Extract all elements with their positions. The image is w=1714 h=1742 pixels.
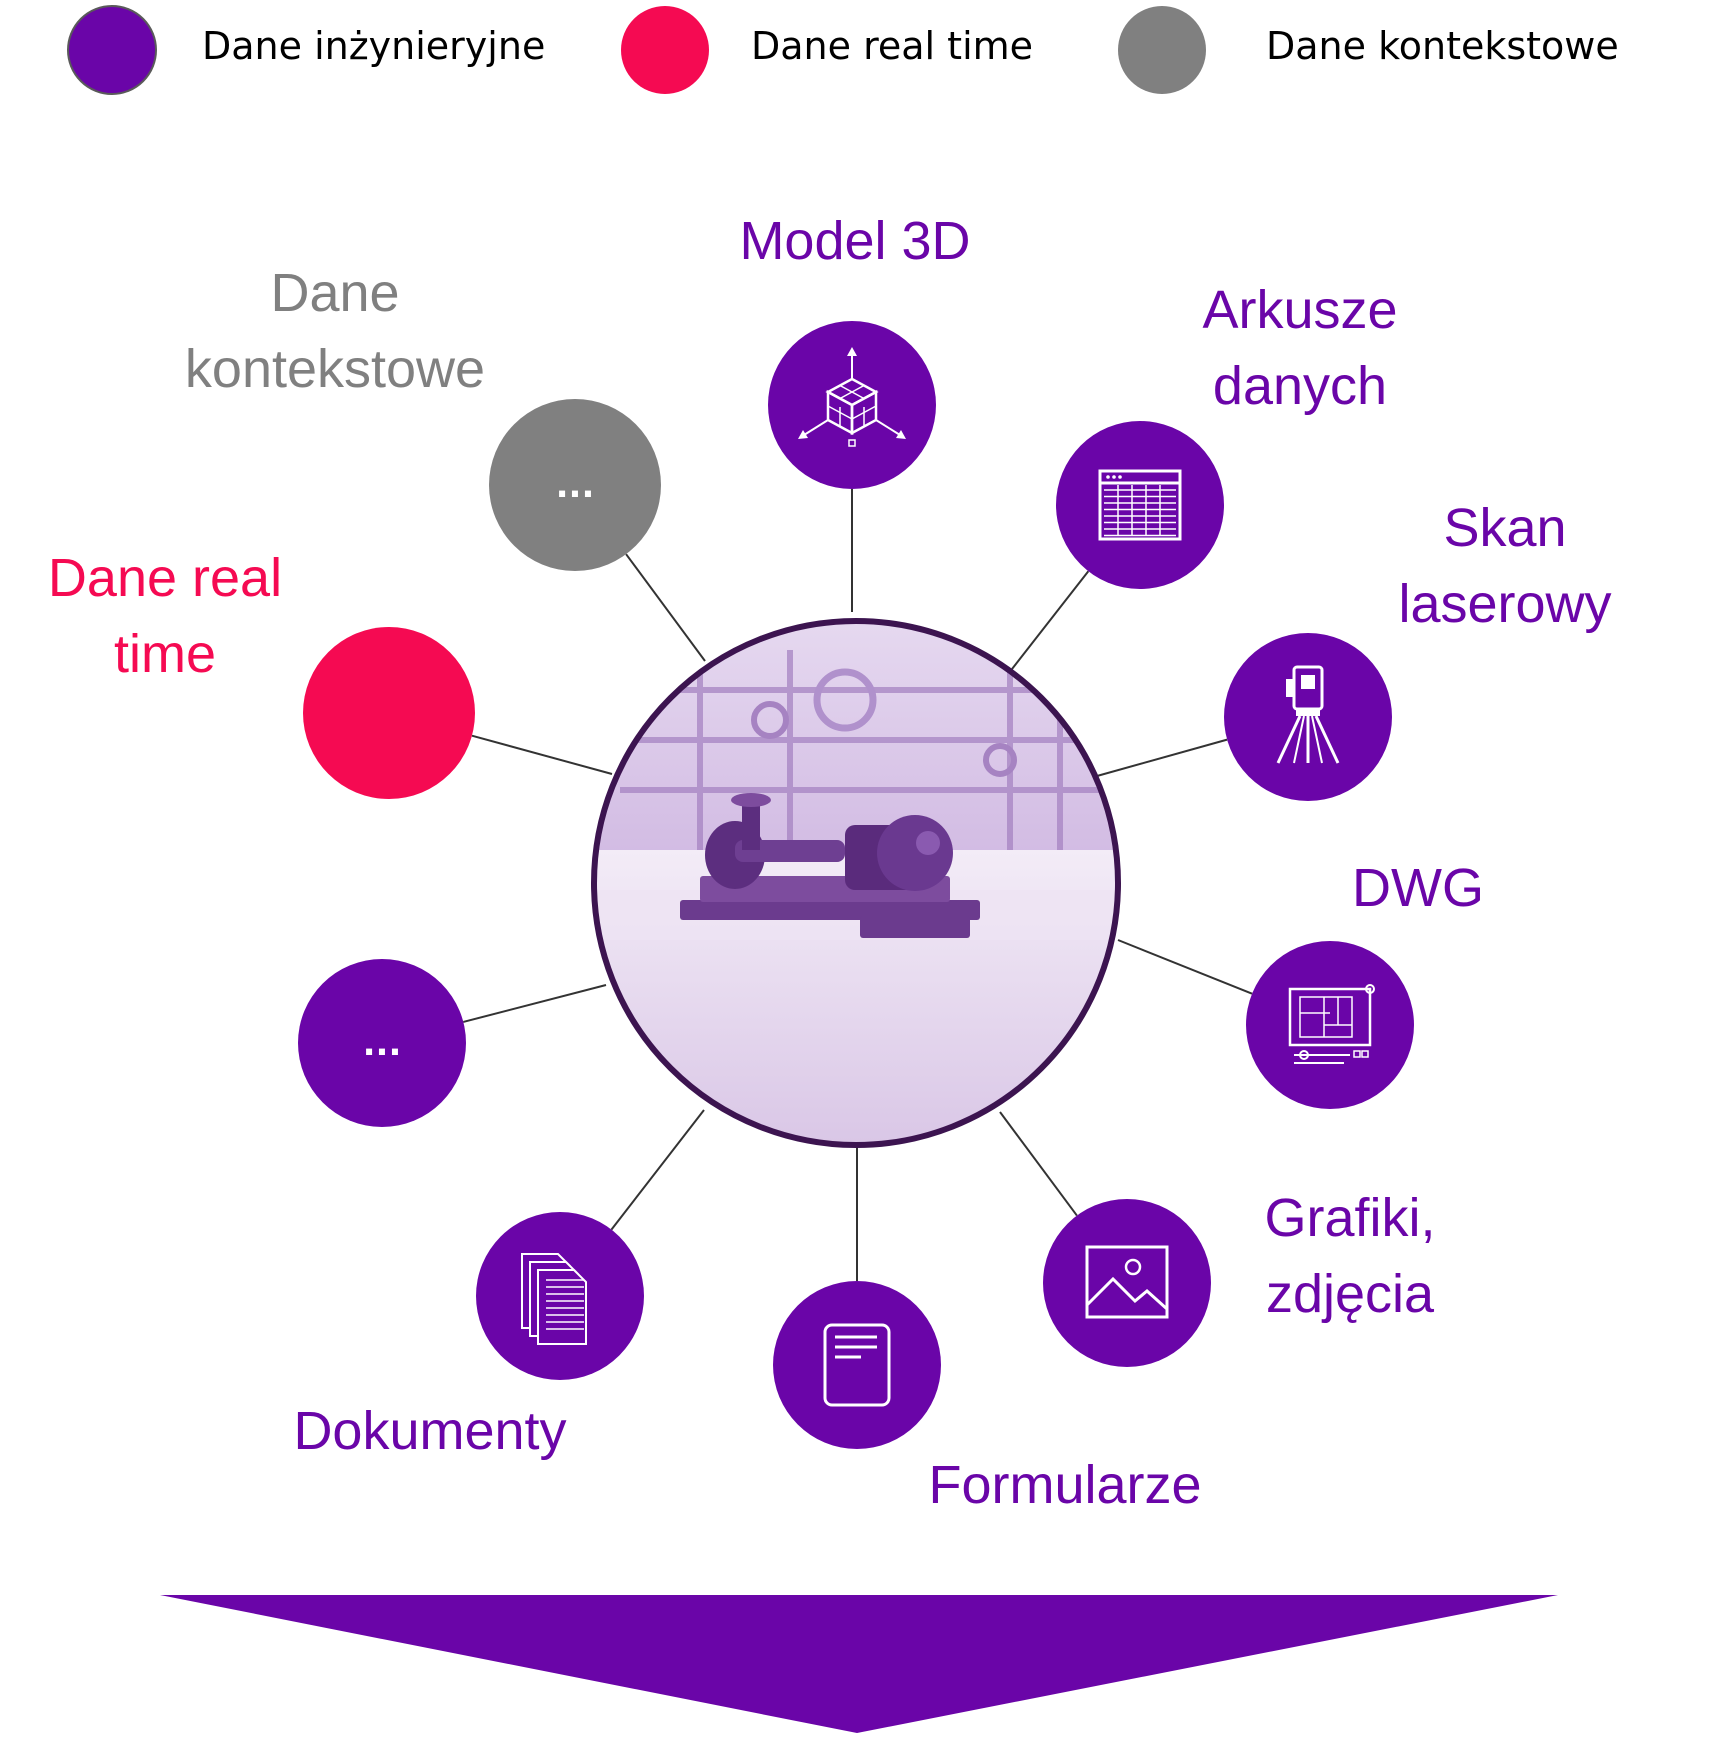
node-dane-real-time[interactable] (303, 627, 475, 799)
connector-dane-kontekstowe (625, 553, 706, 662)
connector-more-engineering (463, 984, 607, 1023)
node-grafiki-zdjecia[interactable] (1043, 1199, 1211, 1367)
node-dokumenty[interactable] (476, 1212, 644, 1380)
node-dane-kontekstowe[interactable]: ... (489, 399, 661, 571)
connector-arkusze-danych (1011, 570, 1090, 670)
legend-label-realtime: Dane real time (751, 24, 1034, 68)
connector-grafiki-zdjecia (999, 1111, 1078, 1217)
label-dane-real-time: Dane real time (47, 548, 283, 684)
cube-3d-icon (798, 347, 906, 447)
legend-swatch-1 (621, 6, 709, 94)
connector-dane-real-time (471, 734, 613, 775)
node-formularze[interactable] (773, 1281, 941, 1449)
label-dwg: DWG (1352, 858, 1484, 918)
legend-swatch-2 (1118, 6, 1206, 94)
form-icon (823, 1323, 891, 1407)
legend-label-context: Dane kontekstowe (1266, 24, 1619, 68)
ellipsis-icon: ... (556, 466, 595, 506)
industrial-pump-image (594, 621, 1118, 1145)
legend-label-engineering: Dane inżynieryjne (202, 24, 546, 68)
node-model-3d[interactable] (768, 321, 936, 489)
down-arrow (160, 1595, 1558, 1733)
node-skan-laserowy[interactable] (1224, 633, 1392, 801)
label-grafiki-zdjecia: Grafiki, zdjęcia (1264, 1188, 1436, 1324)
label-dokumenty: Dokumenty (293, 1401, 567, 1461)
laser-scanner-icon (1276, 665, 1340, 764)
connector-dokumenty (610, 1109, 705, 1231)
connector-dwg (1117, 939, 1253, 995)
node-dwg[interactable] (1246, 941, 1414, 1109)
documents-icon (521, 1253, 587, 1345)
label-skan-laserowy: Skan laserowy (1398, 498, 1612, 634)
spreadsheet-icon (1098, 469, 1182, 541)
digital-twin-hub (591, 618, 1121, 1148)
ellipsis-text-dane-kontekstowe: ... (556, 466, 595, 506)
label-model-3d: Model 3D (739, 211, 971, 271)
connector-skan-laserowy (1096, 738, 1228, 777)
node-arkusze-danych[interactable] (1056, 421, 1224, 589)
label-arkusze-danych: Arkusze danych (1202, 280, 1398, 416)
label-dane-kontekstowe: Dane kontekstowe (184, 263, 486, 399)
connector-lines (463, 489, 1253, 1281)
blueprint-icon (1288, 984, 1375, 1064)
legend-swatch-0 (67, 5, 157, 95)
image-icon (1085, 1245, 1169, 1319)
label-formularze: Formularze (928, 1455, 1202, 1515)
ellipsis-icon: ... (363, 1024, 402, 1064)
ellipsis-text-more-engineering: ... (363, 1024, 402, 1064)
node-more-engineering[interactable]: ... (298, 959, 466, 1127)
